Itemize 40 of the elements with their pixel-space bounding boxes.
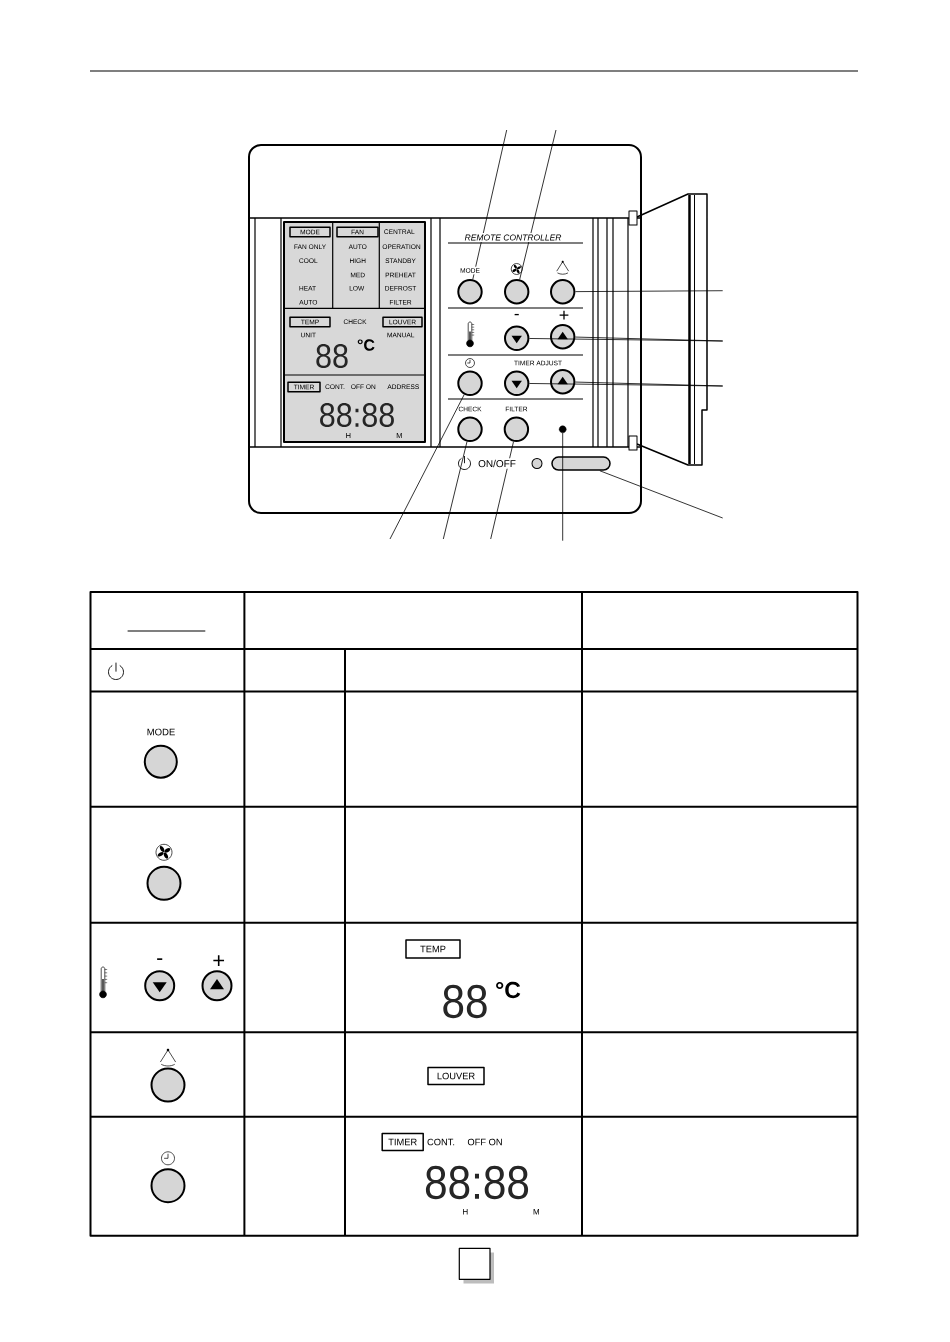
segment-digits: 88:88 (425, 1165, 529, 1200)
leader-line (562, 432, 564, 542)
display-text: M (533, 1208, 539, 1215)
round-button (550, 369, 576, 395)
round-button (504, 370, 530, 396)
button-label: MODE (147, 728, 175, 736)
button-label: ON/OFF (476, 458, 518, 469)
display-text: OFF ON (467, 1138, 502, 1146)
button-label: + (559, 310, 569, 320)
boxed-label: LOUVER (427, 1066, 485, 1086)
round-button (457, 370, 483, 396)
segment-digits: 88 (443, 984, 487, 1019)
button-label: - (157, 958, 163, 960)
unit-symbol: °C (496, 981, 521, 999)
segment-digits: 88 (316, 343, 348, 369)
segment-digits: 88:88 (320, 402, 394, 428)
leader-line (529, 383, 724, 387)
round-button (457, 279, 483, 305)
leader-line (472, 129, 508, 280)
boxed-label: TEMP (405, 939, 461, 959)
display-text: H (463, 1208, 468, 1215)
oval-button (551, 456, 611, 471)
panel-title: REMOTE CONTROLLER (463, 233, 563, 242)
round-button (457, 416, 483, 442)
round-button (550, 279, 576, 305)
leader-line (490, 441, 514, 540)
leader-line (575, 290, 724, 293)
round-button (504, 325, 530, 351)
leader-line (519, 129, 557, 280)
boxed-label: TIMER (381, 1132, 424, 1152)
round-button (550, 324, 576, 350)
leader-line (599, 470, 724, 519)
leader-line (442, 441, 468, 540)
round-button (503, 416, 530, 442)
unit-symbol: °C (357, 339, 375, 351)
leader-line (529, 338, 724, 342)
button-label: - (514, 313, 519, 316)
round-button (504, 279, 530, 305)
button-label: + (213, 955, 225, 966)
leader-line (389, 394, 465, 540)
